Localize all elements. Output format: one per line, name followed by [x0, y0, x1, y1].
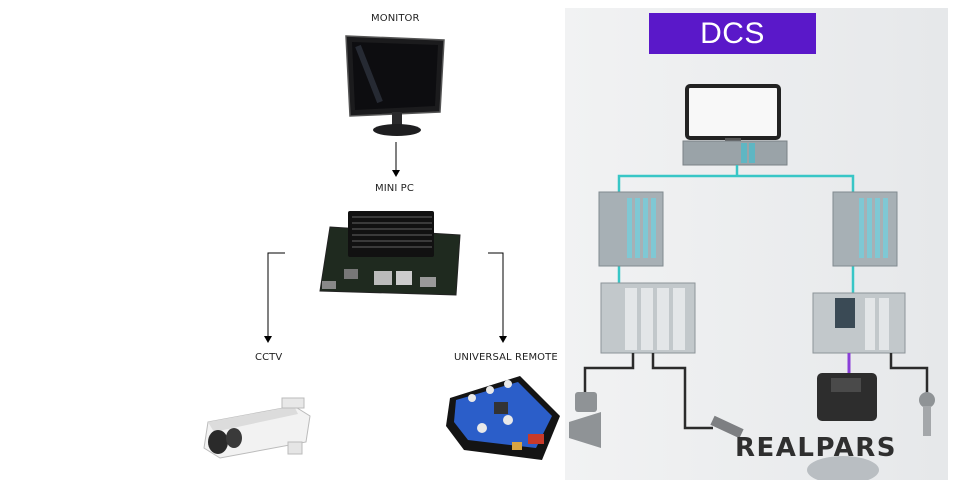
monitor-icon: [345, 35, 445, 136]
monitor-label: MONITOR: [371, 13, 420, 24]
universal-remote-board-image: [446, 376, 560, 460]
cctv-camera-image: [203, 397, 311, 459]
cctv-label: CCTV: [255, 352, 283, 363]
monitor-to-minipc-arrow: [392, 142, 400, 177]
dcs-title: DCS: [649, 13, 816, 54]
realpars-logo: REALPARS: [735, 433, 898, 463]
minipc-to-remote-arrow: [488, 252, 507, 343]
dcs-illustration: DCS: [565, 8, 948, 480]
dcs-network-drawing: [569, 84, 935, 480]
mini-pc-label: MINI PC: [375, 183, 414, 194]
minipc-to-cctv-arrow: [264, 252, 285, 343]
mini-pc-image: [319, 211, 461, 296]
universal-remote-label: UNIVERSAL REMOTE: [454, 352, 558, 363]
device-flow-diagram: MONITOR MINI PC: [203, 13, 560, 460]
dcs-title-text: DCS: [700, 16, 765, 50]
